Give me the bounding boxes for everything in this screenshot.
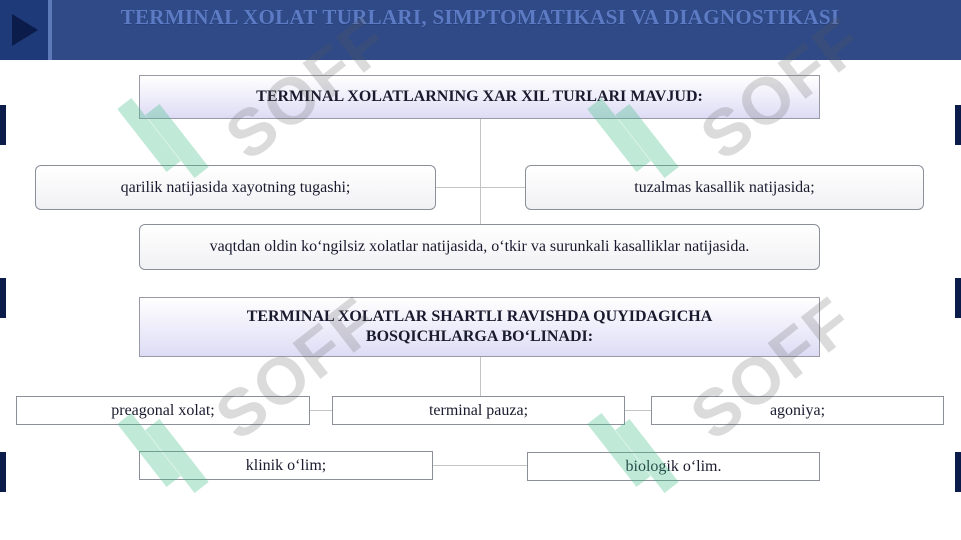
connector-line (480, 357, 481, 396)
stage-clinical-death: klinik o‘lim; (139, 451, 433, 480)
type-premature: vaqtdan oldin ko‘ngilsiz xolatlar natija… (139, 224, 820, 270)
connector-line (436, 187, 525, 188)
play-icon (12, 14, 38, 46)
connector-line (433, 465, 527, 466)
connector-line (625, 410, 651, 411)
type-incurable-disease: tuzalmas kasallik natijasida; (525, 165, 924, 210)
slide-title: TERMINAL XOLAT TURLARI, SIMPTOMATIKASI V… (120, 5, 840, 29)
right-side-marker (955, 278, 961, 318)
stage-preagonal: preagonal xolat; (16, 396, 310, 425)
types-heading: TERMINAL XOLATLARNING XAR XIL TURLARI MA… (139, 75, 820, 119)
left-side-marker (0, 452, 6, 492)
stage-terminal-pause: terminal pauza; (332, 396, 625, 425)
title-bar (0, 0, 961, 60)
play-button[interactable] (0, 0, 52, 60)
stages-heading: TERMINAL XOLATLAR SHARTLI RAVISHDA QUYID… (139, 297, 820, 357)
connector-line (480, 119, 481, 224)
left-side-marker (0, 105, 6, 145)
right-side-marker (955, 105, 961, 145)
stage-biological-death: biologik o‘lim. (527, 452, 820, 481)
type-old-age: qarilik natijasida xayotning tugashi; (35, 165, 436, 210)
stage-agony: agoniya; (651, 396, 944, 425)
left-side-marker (0, 278, 6, 318)
right-side-marker (955, 452, 961, 492)
connector-line (310, 410, 332, 411)
